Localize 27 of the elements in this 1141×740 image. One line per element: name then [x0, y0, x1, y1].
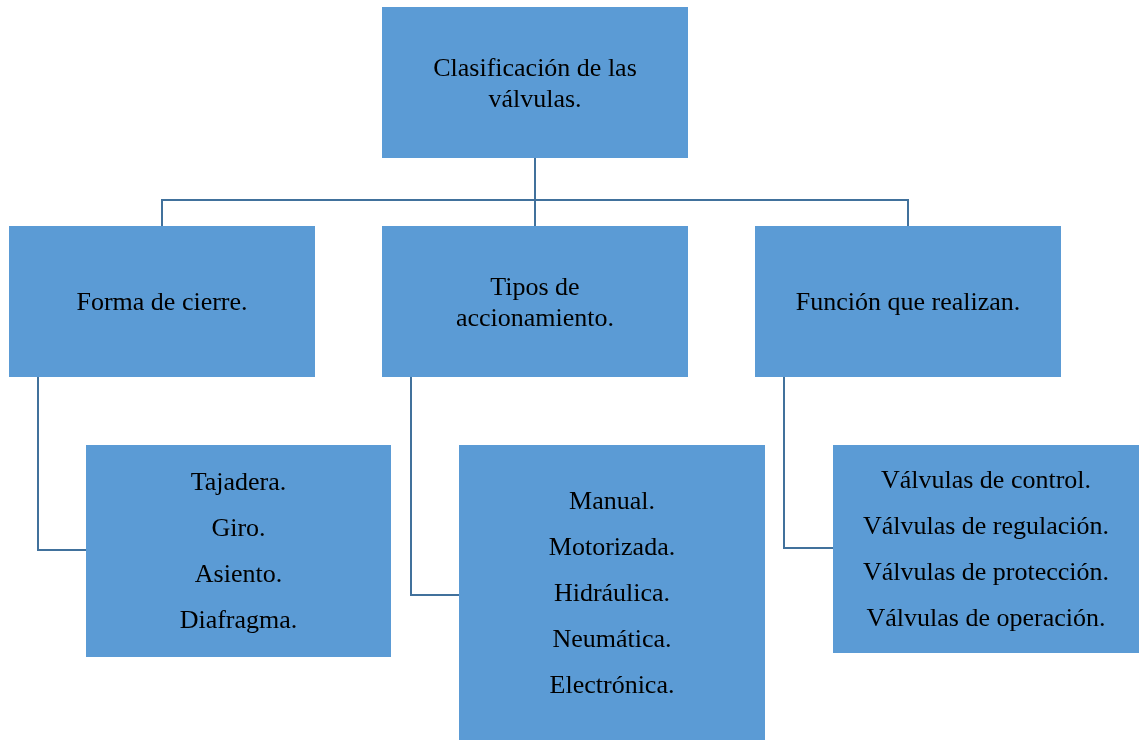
box-text: Asiento. — [194, 558, 283, 590]
category-box — [755, 226, 1061, 377]
connector-line — [783, 376, 834, 549]
category-box — [86, 445, 391, 657]
box-text: Giro. — [211, 512, 266, 544]
box-text: Válvulas de regulación. — [862, 510, 1110, 542]
category-box — [833, 445, 1139, 653]
box-text: Hidráulica. — [553, 576, 671, 609]
box-text: Clasificación de las válvulas. — [432, 51, 638, 114]
box-text: Neumática. — [552, 622, 672, 655]
box-text: Forma de cierre. — [75, 286, 249, 317]
category-box — [382, 226, 688, 377]
connector-line — [37, 376, 87, 551]
box-text: Válvulas de operación. — [866, 602, 1106, 634]
box-text: Válvulas de protección. — [862, 556, 1110, 588]
box-text: Electrónica. — [549, 668, 675, 701]
category-box — [382, 7, 688, 158]
box-text: Motorizada. — [548, 530, 676, 563]
box-text: Manual. — [569, 484, 655, 517]
box-text: Diafragma. — [179, 604, 298, 636]
category-box — [459, 445, 765, 740]
connector-line — [410, 376, 460, 596]
box-text: Tajadera. — [190, 466, 287, 498]
category-box — [9, 226, 315, 377]
box-text: Tipos de accionamiento. — [454, 270, 616, 333]
box-text: Válvulas de control. — [880, 464, 1092, 496]
box-text: Función que realizan. — [794, 286, 1022, 317]
